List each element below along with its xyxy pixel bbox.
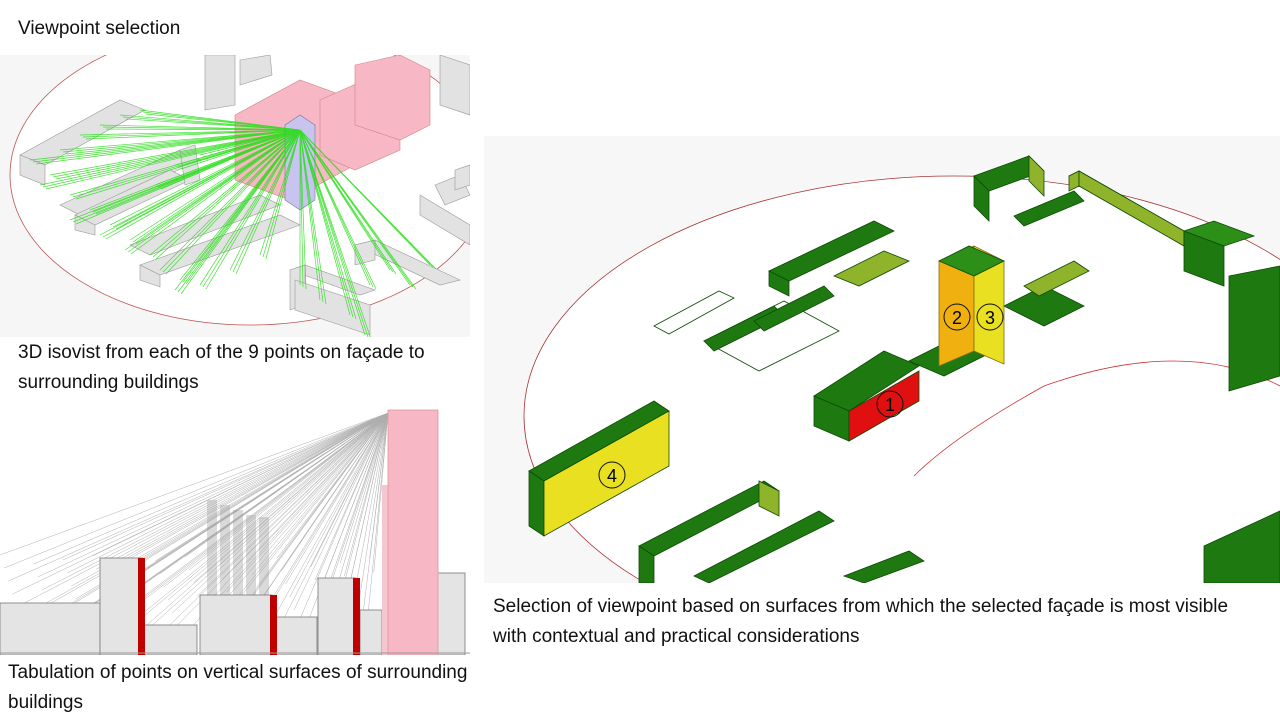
road-line: [913, 360, 1280, 477]
marker-3: 3: [976, 303, 1004, 331]
target-tower-elevation: [387, 409, 439, 655]
slide-title: Viewpoint selection: [18, 18, 181, 39]
selection-image: 1 2 3 4: [484, 136, 1280, 583]
tabulation-image: [0, 405, 470, 655]
context-buildings: [19, 55, 470, 336]
svg-text:4: 4: [607, 466, 617, 486]
tabulation-caption: Tabulation of points on vertical surface…: [8, 662, 468, 713]
isovist-caption: 3D isovist from each of the 9 points on …: [18, 342, 425, 393]
svg-text:3: 3: [985, 308, 995, 328]
isovist-image: [0, 55, 470, 337]
marker-2: 2: [943, 303, 971, 331]
background-structures: [207, 500, 269, 655]
tabulation-sightlines: [0, 412, 389, 650]
isovist-sightlines: [29, 109, 437, 337]
site-boundary-2: [523, 175, 1280, 583]
facade-4: [543, 410, 670, 537]
facade-1: [848, 370, 920, 442]
selection-caption: Selection of viewpoint based on surfaces…: [493, 596, 1229, 647]
red-surfaces: [138, 558, 360, 655]
svg-text:2: 2: [952, 308, 962, 328]
marker-1: 1: [876, 390, 904, 418]
marker-4: 4: [598, 461, 626, 489]
elevation-buildings: [0, 557, 466, 655]
facade-3: [973, 245, 1005, 365]
svg-text:1: 1: [885, 395, 895, 415]
green-buildings: [528, 155, 1280, 583]
